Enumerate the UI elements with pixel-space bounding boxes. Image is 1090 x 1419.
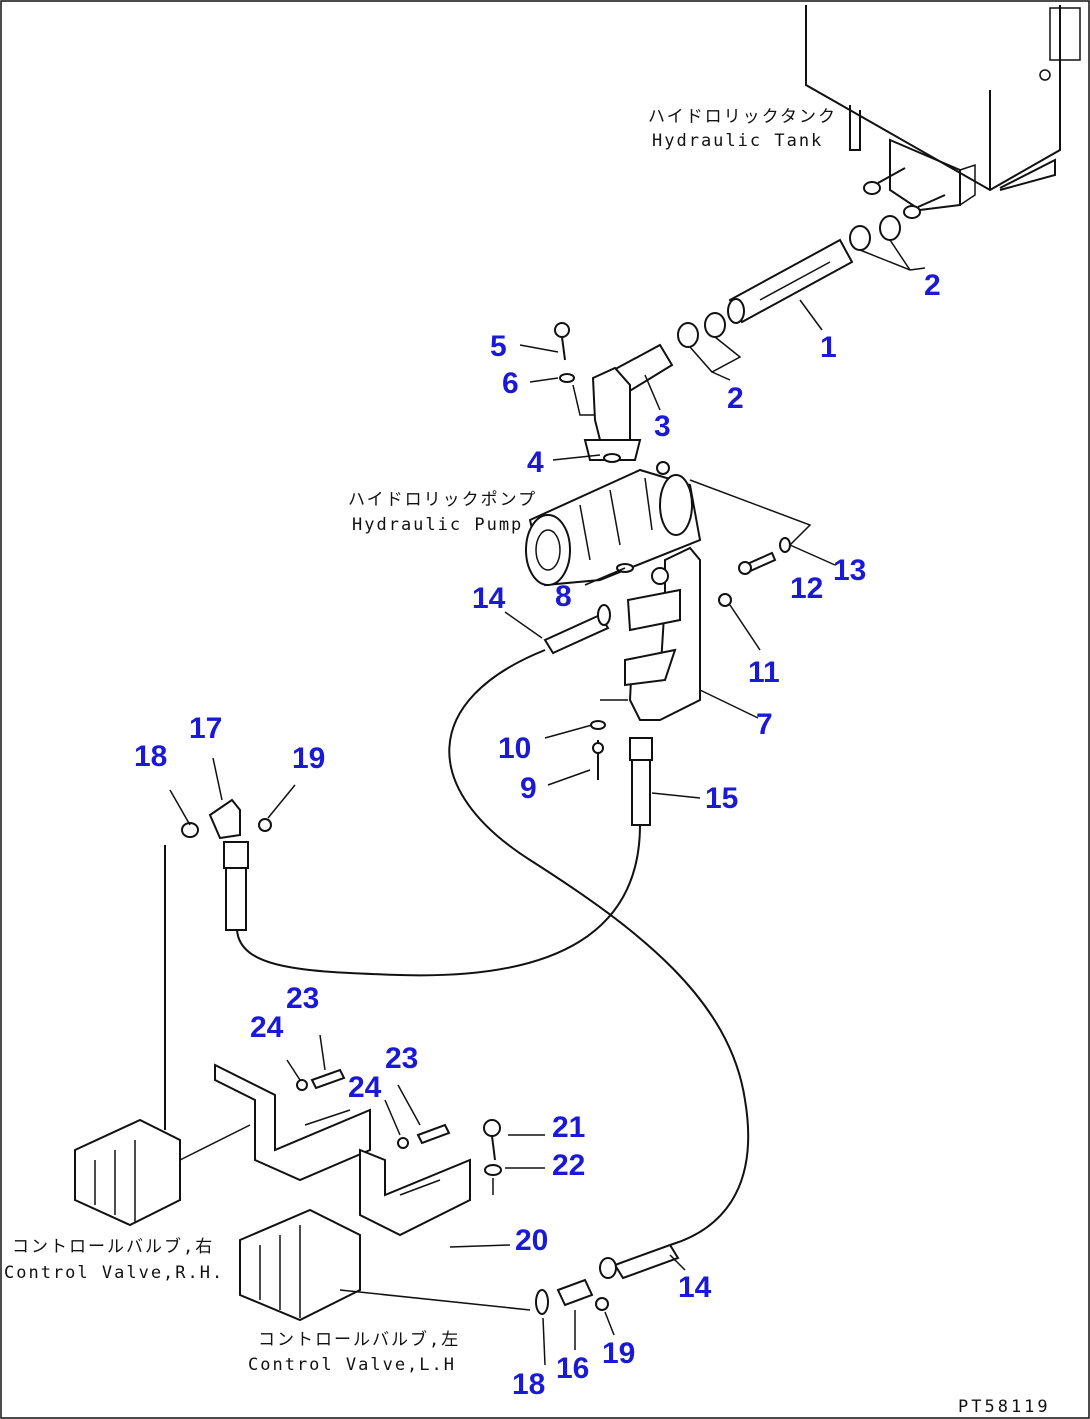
mounting-bracket xyxy=(214,1063,471,1237)
delivery-elbow xyxy=(590,546,732,780)
callout-20: 20 xyxy=(515,1224,548,1257)
suction-hose xyxy=(677,215,926,381)
pump-caption-jp: ハイドロリックポンプ xyxy=(348,490,537,510)
callout-3: 3 xyxy=(654,410,671,443)
pump-caption-en: Hydraulic Pump xyxy=(352,515,523,535)
callout-9: 9 xyxy=(520,772,537,805)
callout-24: 24 xyxy=(250,1011,284,1044)
leader-lines xyxy=(169,299,836,1366)
callout-15: 15 xyxy=(705,782,738,815)
lower-fittings xyxy=(535,1243,680,1315)
pilot-hose xyxy=(448,604,750,1246)
callout-5: 5 xyxy=(490,330,507,363)
tank-caption-jp: ハイドロリックタンク xyxy=(648,107,837,127)
bracket-bolts xyxy=(296,1068,502,1195)
elbow-fitting-upper xyxy=(164,798,272,1130)
callout-2: 2 xyxy=(727,382,744,415)
suction-elbow xyxy=(554,322,674,463)
callout-18: 18 xyxy=(134,740,167,773)
callout-21: 21 xyxy=(552,1111,585,1144)
callout-19: 19 xyxy=(602,1337,635,1370)
callout-22: 22 xyxy=(552,1149,585,1182)
callout-18: 18 xyxy=(512,1368,545,1401)
callout-24: 24 xyxy=(348,1071,382,1104)
callout-12: 12 xyxy=(790,572,823,605)
pump-bolt xyxy=(738,537,791,575)
valve-lh-caption-jp: コントロールバルブ,左 xyxy=(258,1329,460,1350)
callout-10: 10 xyxy=(498,732,531,765)
callout-8: 8 xyxy=(555,580,572,613)
callout-6: 6 xyxy=(502,367,519,400)
hydraulic-pump xyxy=(525,461,812,587)
callout-13: 13 xyxy=(833,554,866,587)
callout-1: 1 xyxy=(820,331,837,364)
tank-caption-en: Hydraulic Tank xyxy=(652,131,823,151)
callout-23: 23 xyxy=(385,1042,418,1075)
callout-16: 16 xyxy=(556,1352,589,1385)
control-valve-rh xyxy=(74,1118,251,1227)
callout-11: 11 xyxy=(748,656,780,689)
callout-14: 14 xyxy=(472,582,506,615)
valve-rh-caption-en: Control Valve,R.H. xyxy=(4,1263,224,1283)
callout-17: 17 xyxy=(189,712,222,745)
callout-7: 7 xyxy=(756,708,773,741)
valve-lh-caption-en: Control Valve,L.H xyxy=(248,1355,456,1375)
callout-23: 23 xyxy=(286,982,319,1015)
hydraulic-tank xyxy=(805,5,1081,219)
control-valve-lh xyxy=(239,1208,531,1322)
valve-rh-caption-jp: コントロールバルブ,右 xyxy=(12,1236,214,1257)
callout-4: 4 xyxy=(527,446,544,479)
drawing-code: PT58119 xyxy=(958,1397,1051,1417)
delivery-hose xyxy=(223,737,653,977)
callout-19: 19 xyxy=(292,742,325,775)
callout-2: 2 xyxy=(924,269,941,302)
callout-14: 14 xyxy=(678,1271,712,1304)
